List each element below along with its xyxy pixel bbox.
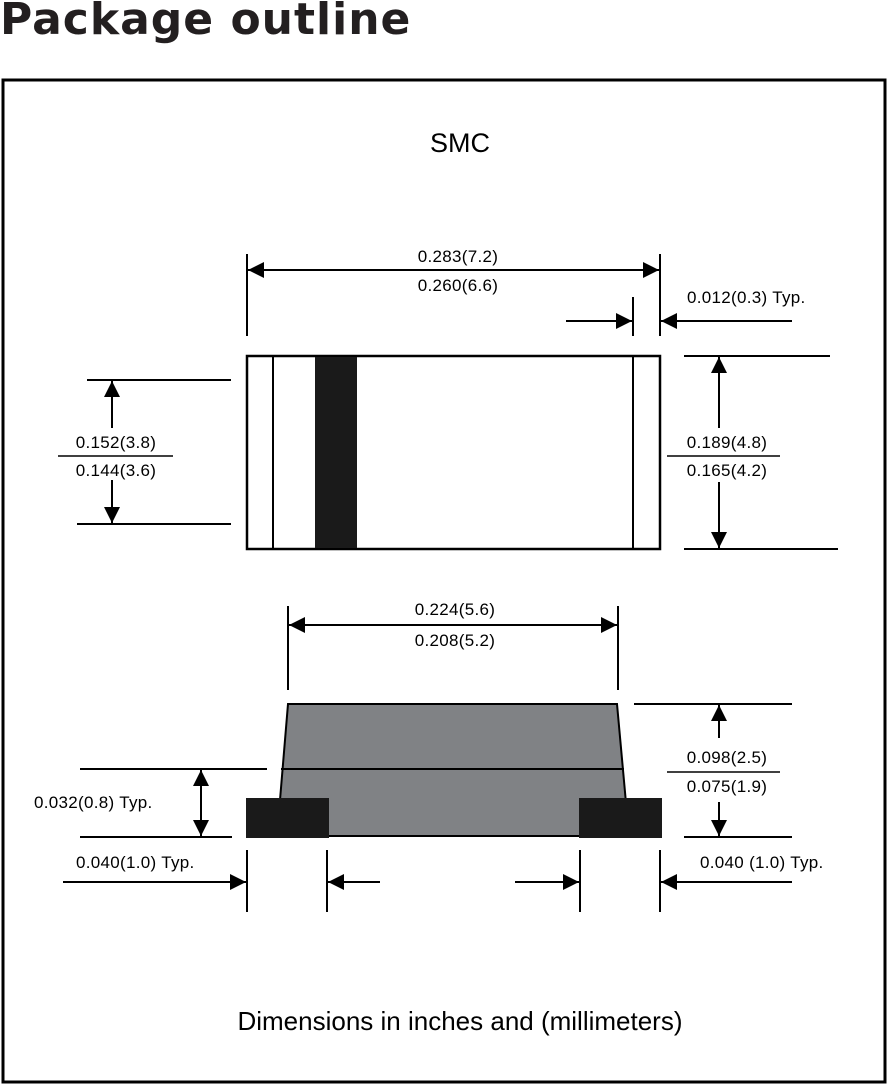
overall-length-max: 0.283(7.2) bbox=[418, 247, 499, 266]
package-name: SMC bbox=[430, 128, 490, 158]
overall-width-max: 0.189(4.8) bbox=[687, 433, 768, 452]
lead-height-label: 0.032(0.8) Typ. bbox=[34, 793, 153, 812]
overall-height-min: 0.075(1.9) bbox=[687, 777, 768, 796]
body-length-min: 0.208(5.2) bbox=[415, 631, 496, 650]
top-view-body bbox=[245, 354, 662, 551]
cathode-band bbox=[315, 357, 357, 548]
lead-left bbox=[246, 798, 329, 838]
side-view: 0.224(5.6) 0.208(5.2) 0.032(0.8) Typ. 0.… bbox=[34, 600, 824, 912]
overall-length-min: 0.260(6.6) bbox=[418, 276, 499, 295]
body-width-max: 0.152(3.8) bbox=[76, 433, 157, 452]
lead-length-left-label: 0.040(1.0) Typ. bbox=[76, 853, 195, 872]
body-width-min: 0.144(3.6) bbox=[76, 461, 157, 480]
drawing-frame bbox=[1, 78, 887, 1084]
overall-width-min: 0.165(4.2) bbox=[687, 461, 768, 480]
terminal-band-label: 0.012(0.3) Typ. bbox=[687, 288, 806, 307]
page-title: Package outline bbox=[0, 0, 412, 45]
top-view: 0.283(7.2) 0.260(6.6) 0.012(0.3) Typ. 0.… bbox=[58, 247, 838, 551]
dimensions-note: Dimensions in inches and (millimeters) bbox=[237, 1006, 682, 1036]
overall-height-max: 0.098(2.5) bbox=[687, 748, 768, 767]
lead-right bbox=[579, 798, 662, 838]
lead-length-right-label: 0.040 (1.0) Typ. bbox=[700, 853, 824, 872]
body-length-max: 0.224(5.6) bbox=[415, 600, 496, 619]
